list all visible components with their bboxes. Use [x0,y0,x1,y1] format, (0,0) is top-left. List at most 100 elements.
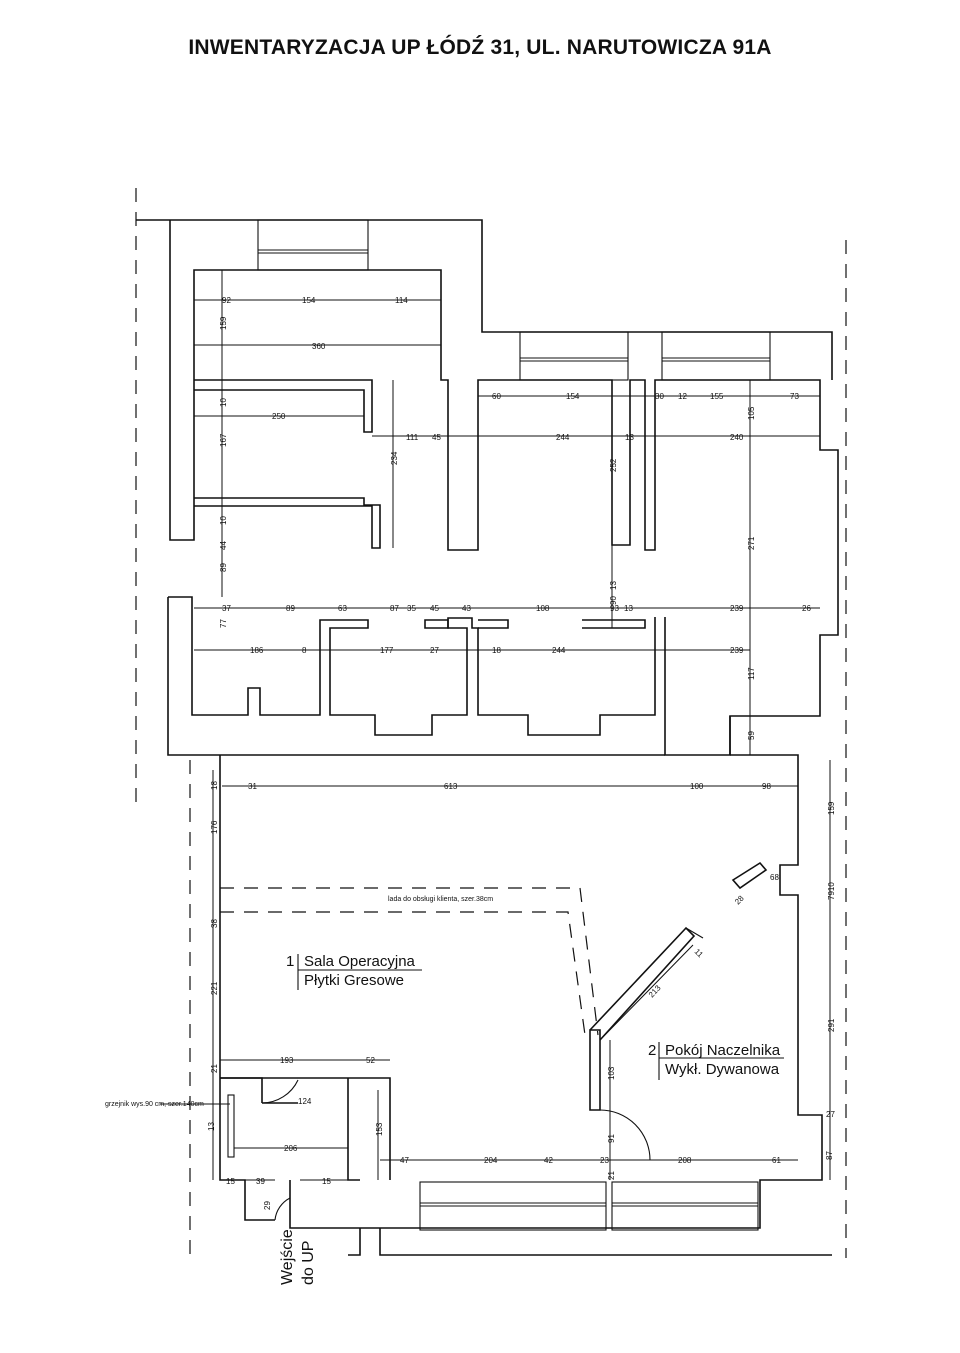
dim-label: 100 [690,782,704,791]
dim-label: 108 [536,604,550,613]
dim-label: 63 [338,604,347,613]
dim-label: 13 [624,604,633,613]
room-1-floor: Płytki Gresowe [304,972,404,989]
dim-label: 61 [772,1156,781,1165]
dim-label: 114 [395,296,408,305]
dim-label: 44 [219,541,228,550]
dim-label: 21 [210,1064,219,1073]
dim-label: 159 [219,316,228,330]
dim-label: 38 [210,919,219,928]
radiator-note: grzejnik wys.90 cm, szer.140cm [105,1101,204,1108]
dim-label: 167 [219,433,228,447]
dim-label: 37 [222,604,231,613]
room-2-label: 2 Pokój Naczelnika Wykł. Dywanowa [648,1042,784,1080]
entrance-label-line2: do UP [300,1241,317,1285]
dim-label: 186 [250,646,264,655]
dim-label: 21 [607,1171,616,1180]
dim-label: 29 [263,1201,272,1210]
dim-label: 153 [375,1122,384,1136]
dim-label: 89 [219,563,228,572]
dim-label: 244 [552,646,566,655]
dim-label: 73 [790,392,799,401]
dim-label: 154 [302,296,316,305]
dim-label: 240 [730,433,744,442]
dim-label: 12 [678,392,687,401]
dim-label: 15 [226,1177,235,1186]
dim-label: 52 [366,1056,375,1065]
dim-label: 26 [802,604,811,613]
dashed-boundaries [135,188,847,1258]
dim-label: 13 [609,581,618,590]
dim-label: 18 [492,646,501,655]
dim-label: 176 [210,820,219,834]
svg-text:1: 1 [286,953,294,970]
dim-label: 42 [544,1156,553,1165]
page-title: INWENTARYZACJA UP ŁÓDŹ 31, UL. NARUTOWIC… [188,36,772,59]
dim-label: 90 [609,596,618,605]
dim-label: 43 [462,604,471,613]
dim-label: 60 [492,392,501,401]
dim-label: 45 [432,433,441,442]
dim-label: 30 [655,392,664,401]
dim-label: 193 [280,1056,294,1065]
dim-label: 87 [825,1151,834,1160]
dim-label: 15 [322,1177,331,1186]
dim-label: 45 [430,604,439,613]
svg-text:2: 2 [648,1042,656,1059]
counter-note: lada do obsługi klienta, szer.38cm [388,896,493,903]
dim-label: 87 [390,604,399,613]
dim-label: 28 [733,893,746,906]
room-1-label: 1 Sala Operacyjna Płytki Gresowe [286,953,422,990]
dim-label: 239 [730,646,744,655]
dimension-lines [160,270,831,1181]
dim-label: 23 [600,1156,609,1165]
room-2-name: Pokój Naczelnika [665,1042,781,1059]
dim-label: 250 [272,412,286,421]
dim-label: 59 [747,731,756,740]
dim-label: 39 [256,1177,265,1186]
entrance-label-line1: Wejście [279,1229,296,1285]
dim-label: 13 [625,433,634,442]
dim-label: 105 [747,406,756,420]
dim-label: 92 [222,296,231,305]
dim-label: 68 [770,873,779,882]
upper-walls [136,219,839,756]
dim-label: 11 [693,947,706,960]
dim-label: 291 [827,1018,836,1032]
middle-walls [167,596,665,756]
dim-label: 8 [302,646,307,655]
dim-label: 10 [219,398,228,407]
dim-label: 13 [207,1122,216,1131]
dim-label: 206 [284,1144,298,1153]
dim-label: 89 [286,604,295,613]
dim-label: 204 [484,1156,498,1165]
dim-label: 111 [406,433,419,442]
dim-label: 18 [210,781,219,790]
room-2-floor: Wykł. Dywanowa [665,1061,780,1078]
dim-label: 252 [609,458,618,472]
dim-label: 117 [747,667,756,680]
dim-label: 360 [312,342,326,351]
dim-label: 155 [710,392,724,401]
dim-label: 93 [610,604,619,613]
dim-label: 77 [219,619,228,628]
dim-label: 234 [390,451,399,465]
dim-label: 244 [556,433,570,442]
dim-label: 159 [827,801,836,815]
dim-label: 208 [678,1156,692,1165]
dim-label: 10 [219,516,228,525]
dim-label: 177 [380,646,394,655]
dim-label: 98 [762,782,771,791]
room-1-name: Sala Operacyjna [304,953,416,970]
dim-label: 91 [607,1134,616,1143]
dim-label: 7910 [827,882,836,900]
dim-label: 103 [607,1066,616,1080]
dimension-labels: 92 154 114 159 360 10 250 167 10 89 44 1… [207,296,836,1210]
dim-label: 47 [400,1156,409,1165]
dim-label: 221 [210,981,219,995]
dim-label: 31 [248,782,257,791]
dim-label: 613 [444,782,458,791]
dim-label: 239 [730,604,744,613]
hall-walls [219,716,832,1256]
